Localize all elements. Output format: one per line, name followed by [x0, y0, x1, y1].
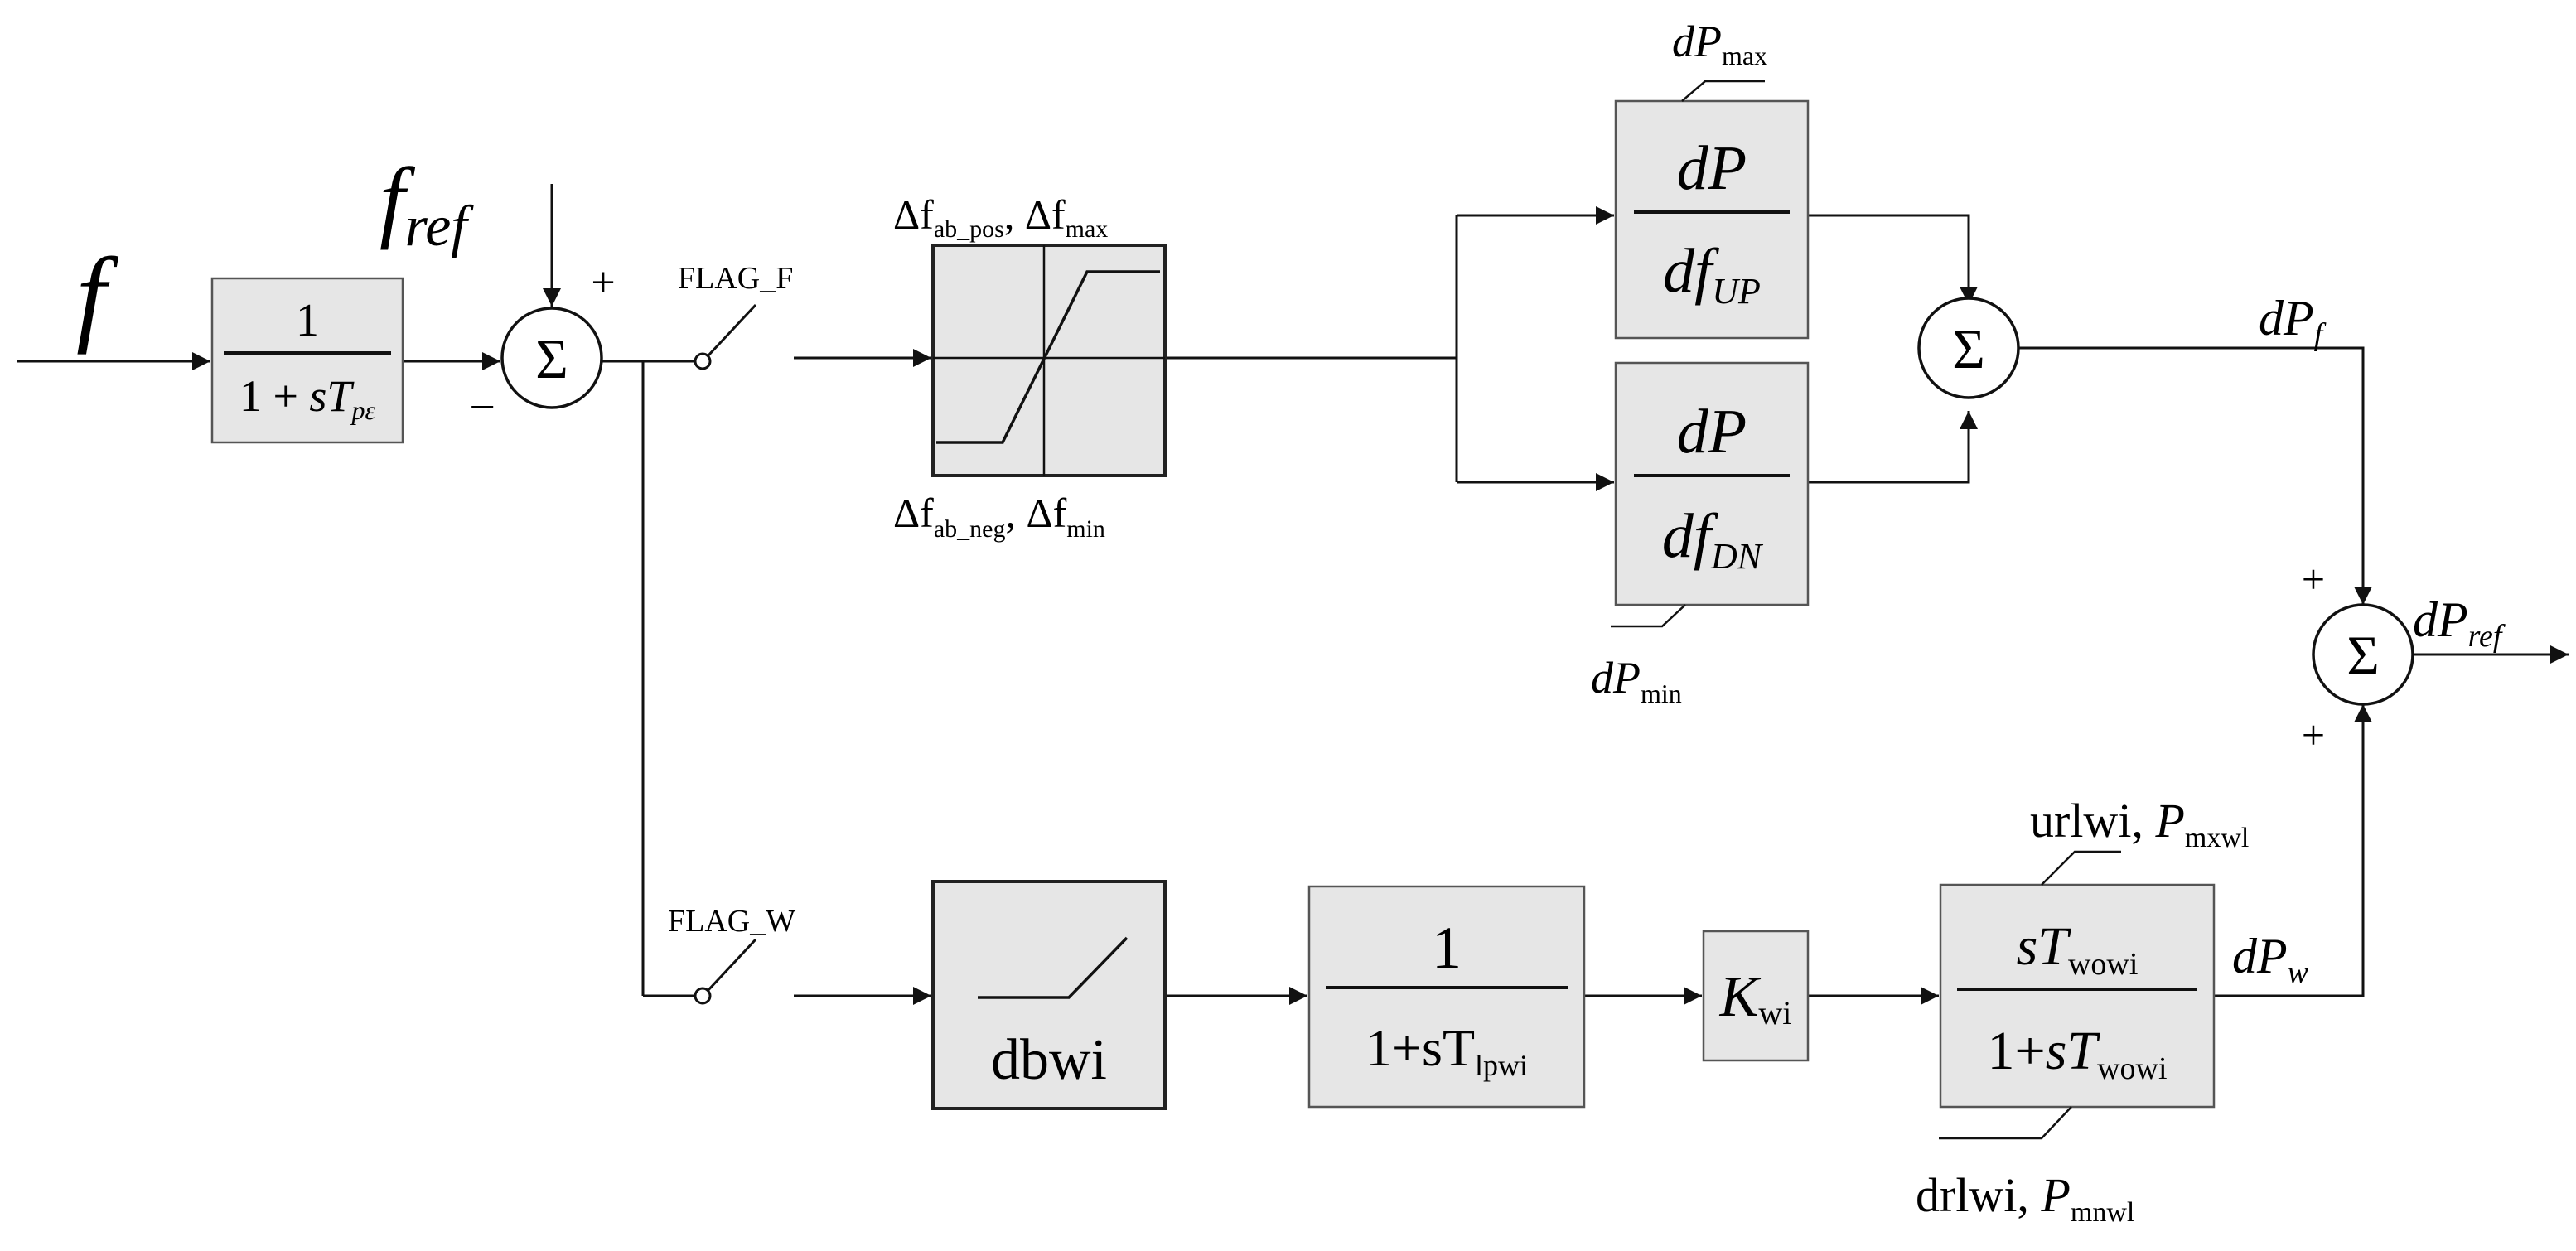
lowpass-numerator: 1	[296, 295, 319, 346]
dbwi-characteristic-curve	[978, 936, 1129, 999]
switch-flag-f-label: FLAG_F	[678, 261, 793, 296]
washout-block-frame	[1939, 883, 2216, 1109]
wire-washout-to-sum3	[2214, 704, 2372, 997]
signal-f-label: f	[76, 236, 119, 355]
gain-block-frame	[1702, 930, 1810, 1062]
deadband-upper-limit-label: Δfab_pos, Δfmax	[893, 191, 1108, 243]
droop-up-block: dP dfUP dPmax	[1614, 17, 1810, 340]
washout-numerator: sTwowi	[2017, 916, 2139, 982]
lpwi-numerator: 1	[1432, 915, 1462, 981]
droop-up-limit-leader	[1681, 80, 1765, 102]
washout-denominator: 1+sTwowi	[1987, 1021, 2167, 1086]
switch-flag-f-blade	[706, 303, 757, 358]
dbwi-deadband-block: dbwi	[931, 880, 1167, 1110]
sum2-symbol: Σ	[1952, 317, 1985, 380]
summing-junction-1: Σ + −	[469, 259, 615, 433]
droop-up-denominator: dfUP	[1663, 236, 1761, 312]
washout-lower-limit-leader	[1939, 1106, 2072, 1140]
lowpass-filter-block: 1 1 + sTpε	[210, 277, 404, 444]
lpwi-filter-block: 1 1+sTlpwi	[1307, 885, 1586, 1109]
droop-dn-limit-label: dPmin	[1591, 653, 1682, 708]
signal-wires	[17, 184, 2569, 1005]
washout-filter-block: sTwowi 1+sTwowi urlwi, Pmxwl drlwi, Pmnw…	[1916, 794, 2249, 1228]
washout-lower-limit-label: drlwi, Pmnwl	[1916, 1168, 2134, 1228]
sum1-minus-sign: −	[469, 382, 495, 433]
summing-junction-2: Σ	[1917, 297, 2020, 399]
sum3-plus-top: +	[2302, 556, 2325, 602]
droop-down-block: dP dfDN dPmin	[1591, 361, 1810, 708]
droop-up-block-frame	[1614, 99, 1810, 340]
signal-dpw-label: dPw	[2232, 929, 2309, 990]
washout-upper-limit-leader	[2041, 850, 2121, 886]
lowpass-denominator: 1 + sTpε	[239, 371, 376, 425]
deadband-lower-limit-label: Δfab_neg, Δfmin	[893, 490, 1105, 543]
deadband-saturation-block: Δfab_pos, Δfmax Δfab_neg, Δfmin	[893, 191, 1167, 543]
droop-up-limit-label: dPmax	[1672, 17, 1767, 70]
washout-upper-limit-label: urlwi, Pmxwl	[2030, 794, 2249, 853]
switch-flag-w-pivot	[694, 987, 712, 1005]
wire-sum2-to-sum3	[2018, 346, 2372, 605]
sum3-symbol: Σ	[2346, 624, 2380, 687]
sum1-plus-sign: +	[591, 259, 615, 307]
signal-dpref-label: dPref	[2413, 592, 2506, 654]
dbwi-block-frame	[931, 880, 1167, 1110]
signal-labels: f fref dPf dPref dPw	[76, 149, 2506, 990]
signal-fref-label: fref	[379, 149, 474, 258]
switch-flag-w-blade	[706, 938, 757, 993]
droop-dn-numerator: dP	[1677, 397, 1747, 466]
switch-flag-f: FLAG_F	[678, 261, 793, 370]
wire-droop-dn-to-sum2	[1808, 411, 1978, 484]
sum1-circle	[500, 307, 603, 409]
sum2-circle	[1917, 297, 2020, 399]
gain-label: Kwi	[1719, 965, 1792, 1031]
lowpass-block-frame	[210, 277, 404, 444]
switch-flag-w: FLAG_W	[668, 904, 795, 1005]
sum3-circle	[2312, 603, 2414, 706]
lpwi-denominator: 1+sTlpwi	[1365, 1018, 1528, 1082]
switch-flag-w-label: FLAG_W	[668, 904, 795, 939]
droop-dn-block-frame	[1614, 361, 1810, 606]
deadband-characteristic-curve	[936, 270, 1160, 444]
sum3-plus-bottom: +	[2302, 712, 2325, 758]
droop-dn-denominator: dfDN	[1662, 501, 1764, 577]
sum1-symbol: Σ	[535, 327, 568, 390]
droop-up-numerator: dP	[1677, 133, 1747, 203]
lpwi-block-frame	[1307, 885, 1586, 1109]
wire-droop-up-to-sum2	[1808, 214, 1978, 305]
signal-dpf-label: dPf	[2259, 291, 2327, 352]
gain-kwi-block: Kwi	[1702, 930, 1810, 1062]
switch-flag-f-pivot	[694, 352, 712, 370]
deadband-block-frame	[931, 244, 1167, 477]
dbwi-label: dbwi	[991, 1028, 1107, 1092]
summing-junction-3: Σ + +	[2302, 556, 2414, 758]
droop-dn-limit-leader	[1611, 604, 1686, 628]
